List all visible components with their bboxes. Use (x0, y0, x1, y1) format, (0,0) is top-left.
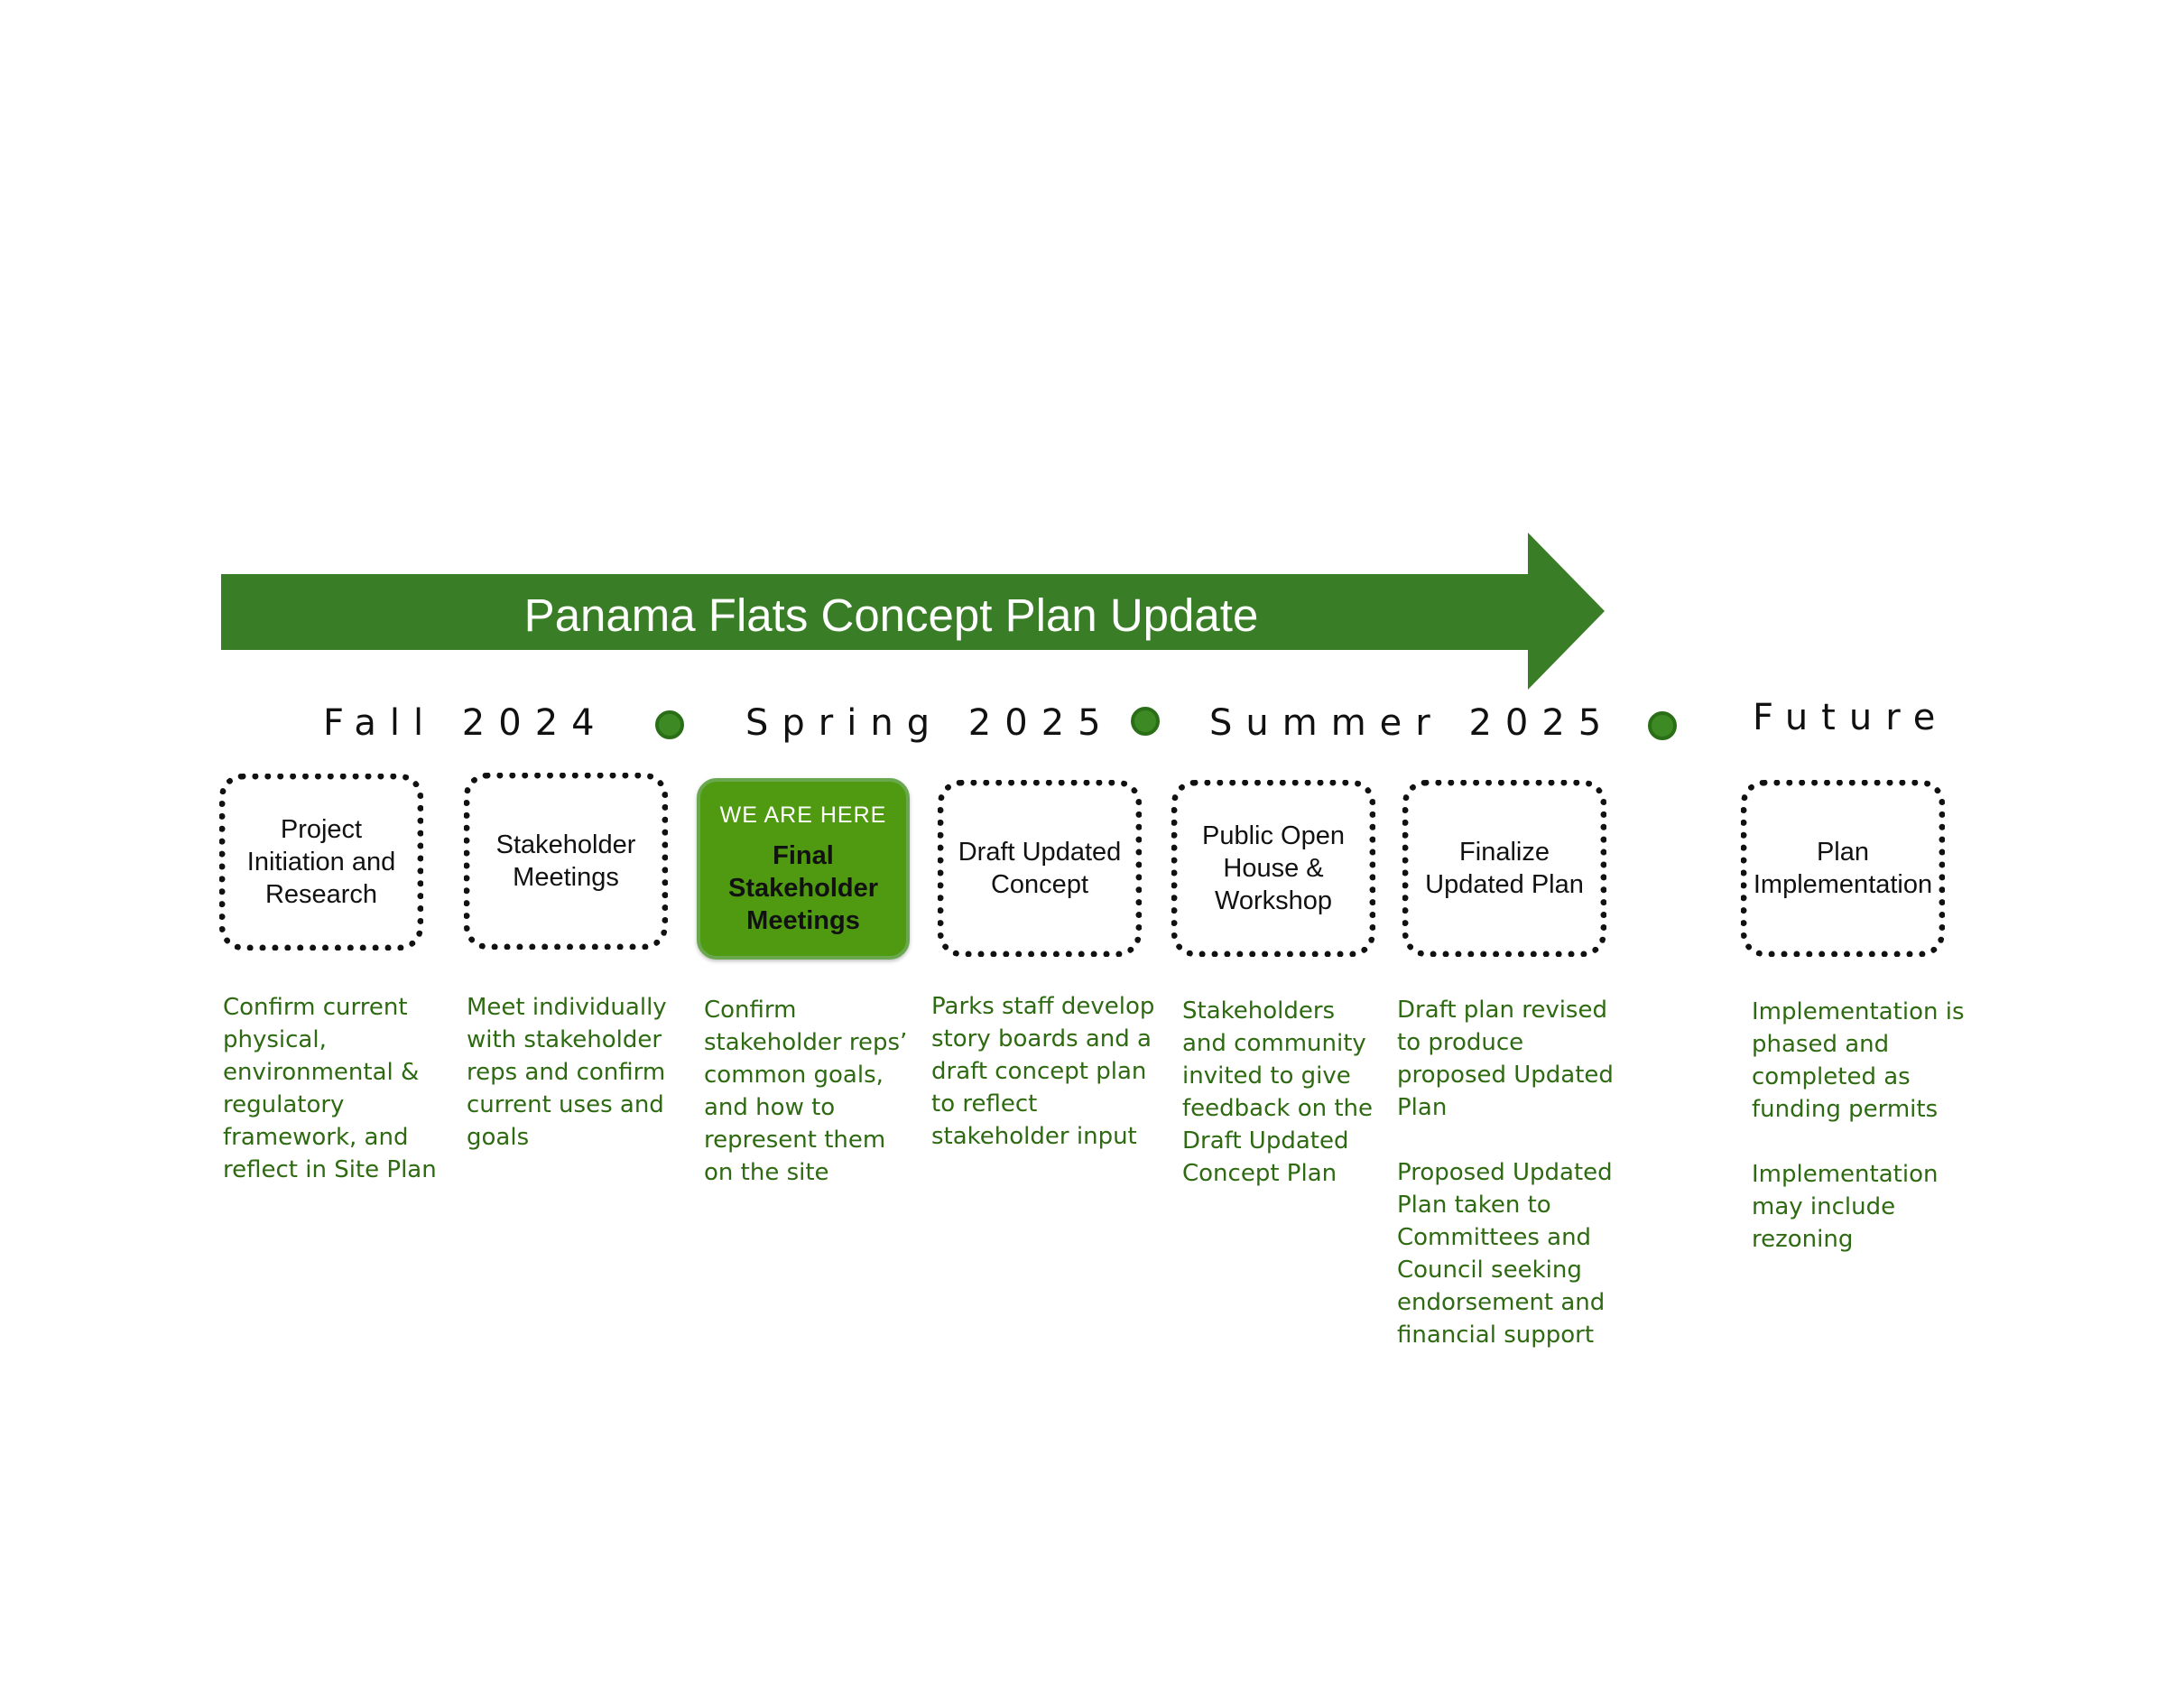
period-spring-2025: Spring 2025 (745, 702, 1115, 744)
description-paragraph: Confirm stakeholder reps’ common goals, … (704, 997, 908, 1186)
description-paragraph: Implementation may include rezoning (1752, 1161, 1939, 1253)
step-project-initiation: Project Initiation and Research (219, 774, 423, 951)
step-label: Plan Implementation (1753, 838, 1933, 899)
period-summer-2025: Summer 2025 (1209, 702, 1615, 744)
step-finalize-updated-plan: Finalize Updated Plan (1402, 780, 1606, 957)
description-paragraph: Confirm current physical, environmental … (223, 994, 437, 1183)
step-draft-updated-concept: Draft Updated Concept (938, 780, 1142, 957)
timeline-arrow-shape (221, 533, 1605, 690)
description-paragraph: Proposed Updated Plan taken to Committee… (1397, 1159, 1613, 1349)
step-label: Stakeholder Meetings (495, 830, 636, 892)
step-label: Final Stakeholder Meetings (728, 841, 878, 935)
period-future: Future (1753, 697, 1949, 738)
step-description: Confirm stakeholder reps’ common goals, … (704, 994, 921, 1189)
step-description: Stakeholders and community invited to gi… (1182, 995, 1385, 1190)
step-description: Confirm current physical, environmental … (223, 991, 449, 1186)
step-final-stakeholder-meetings: WE ARE HERE Final Stakeholder Meetings (697, 778, 910, 960)
step-description: Parks staff develop story boards and a d… (931, 990, 1161, 1153)
period-fall-2024: Fall 2024 (323, 702, 608, 744)
period-divider-dot (655, 710, 684, 739)
description-paragraph: Meet individually with stakeholder reps … (467, 994, 667, 1151)
timeline-title: Panama Flats Concept Plan Update (523, 589, 1259, 641)
step-plan-implementation: Plan Implementation (1741, 780, 1945, 957)
step-public-open-house: Public Open House & Workshop (1171, 780, 1375, 957)
step-label: Public Open House & Workshop (1202, 821, 1345, 915)
period-divider-dot (1131, 707, 1160, 736)
description-paragraph: Stakeholders and community invited to gi… (1182, 997, 1374, 1187)
step-label: Finalize Updated Plan (1425, 838, 1584, 899)
step-description: Meet individually with stakeholder reps … (467, 991, 679, 1154)
we-are-here-badge: WE ARE HERE (719, 802, 887, 828)
step-stakeholder-meetings: Stakeholder Meetings (464, 773, 668, 950)
period-divider-dot (1648, 711, 1677, 740)
step-label: Draft Updated Concept (958, 838, 1122, 899)
description-paragraph: Parks staff develop story boards and a d… (931, 993, 1155, 1150)
step-description: Draft plan revised to produce proposed U… (1397, 994, 1623, 1351)
step-label: Project Initiation and Research (246, 815, 396, 909)
description-paragraph: Implementation is phased and completed a… (1752, 998, 1965, 1123)
description-paragraph: Draft plan revised to produce proposed U… (1397, 997, 1614, 1121)
step-description: Implementation is phased and completed a… (1752, 996, 1977, 1256)
